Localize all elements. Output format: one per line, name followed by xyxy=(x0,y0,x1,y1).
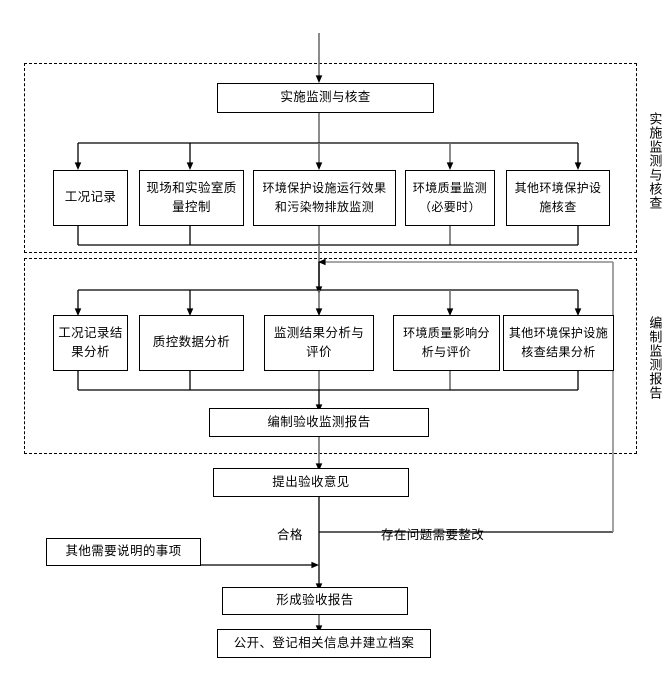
node-condition-record-analysis-label: 工况记录结果分析 xyxy=(58,325,123,359)
node-env-facility-effect-label: 环境保护设施运行效果和污染物排放监测 xyxy=(262,181,387,214)
node-env-quality-impact-label: 环境质量影响分析与评价 xyxy=(403,326,490,359)
node-final-report-label: 形成验收报告 xyxy=(276,593,354,608)
section-implement-frame xyxy=(24,63,637,253)
node-final-report[interactable]: 形成验收报告 xyxy=(222,587,408,615)
section-report-frame xyxy=(24,258,637,454)
node-monitor-result-analysis-label: 监测结果分析与评价 xyxy=(273,325,365,359)
node-publish-record-label: 公开、登记相关信息并建立档案 xyxy=(233,635,415,650)
node-other-env-facility-check[interactable]: 其他环境保护设施核查 xyxy=(506,170,610,226)
node-other-facility-check-analysis-label: 其他环境保护设施核查结果分析 xyxy=(508,326,609,359)
node-implement-header[interactable]: 实施监测与核查 xyxy=(217,83,434,113)
node-env-quality-monitor[interactable]: 环境质量监测（必要时） xyxy=(405,170,495,226)
node-implement-header-label: 实施监测与核查 xyxy=(280,90,371,105)
edge-label-pass: 合格 xyxy=(277,528,303,542)
node-other-matters-label: 其他需要说明的事项 xyxy=(65,544,182,559)
node-env-quality-impact[interactable]: 环境质量影响分析与评价 xyxy=(393,315,500,371)
node-other-facility-check-analysis[interactable]: 其他环境保护设施核查结果分析 xyxy=(503,315,614,371)
node-monitor-result-analysis[interactable]: 监测结果分析与评价 xyxy=(264,315,374,371)
section-label-report: 编制监测报告 xyxy=(647,316,663,400)
node-acceptance-opinion-label: 提出验收意见 xyxy=(272,474,350,489)
node-env-quality-monitor-label: 环境质量监测（必要时） xyxy=(412,181,488,214)
node-condition-record-analysis[interactable]: 工况记录结果分析 xyxy=(53,315,128,371)
edge-label-rectify: 存在问题需要整改 xyxy=(381,528,485,542)
node-env-facility-effect[interactable]: 环境保护设施运行效果和污染物排放监测 xyxy=(253,170,396,226)
node-compile-report[interactable]: 编制验收监测报告 xyxy=(209,408,429,437)
node-qc-data-analysis-label: 质控数据分析 xyxy=(152,335,231,350)
section-label-implement: 实施监测与核查 xyxy=(647,111,663,210)
node-other-env-facility-check-label: 其他环境保护设施核查 xyxy=(514,181,602,214)
node-condition-record-label: 工况记录 xyxy=(64,190,117,205)
node-other-matters[interactable]: 其他需要说明的事项 xyxy=(46,538,201,566)
node-publish-record[interactable]: 公开、登记相关信息并建立档案 xyxy=(217,629,431,658)
node-qc-data-analysis[interactable]: 质控数据分析 xyxy=(139,315,244,371)
node-condition-record[interactable]: 工况记录 xyxy=(53,170,128,226)
node-site-and-lab-qc-label: 现场和实验室质量控制 xyxy=(146,180,237,214)
node-site-and-lab-qc[interactable]: 现场和实验室质量控制 xyxy=(139,170,244,226)
node-compile-report-label: 编制验收监测报告 xyxy=(267,414,371,429)
node-acceptance-opinion[interactable]: 提出验收意见 xyxy=(213,468,409,497)
